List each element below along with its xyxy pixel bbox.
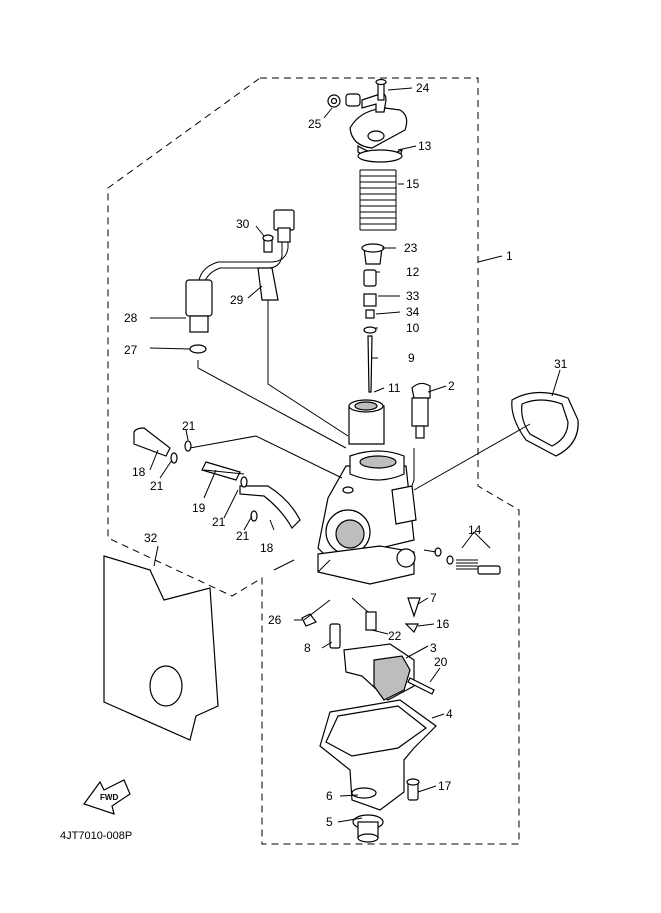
callout-32: 32	[144, 531, 158, 545]
vent-hoses	[133, 427, 301, 529]
throttle-spring	[359, 169, 397, 231]
fwd-arrow-text: FWD	[100, 793, 118, 802]
callout-19: 19	[192, 501, 206, 515]
pilot-screw-set	[434, 547, 501, 575]
throttle-slide	[348, 399, 385, 445]
callout-21-b: 21	[150, 479, 164, 493]
callout-13: 13	[418, 139, 432, 153]
callout-17: 17	[438, 779, 452, 793]
float-bowl-assembly	[301, 597, 437, 843]
callout-18-lower: 18	[260, 541, 274, 555]
callout-7: 7	[430, 591, 437, 605]
callout-labels: 1 2 3 4 5 6 7 8 9 10 11 12 13 14 15 16 1…	[124, 81, 568, 829]
callout-21-a: 21	[182, 419, 196, 433]
callout-9: 9	[408, 351, 415, 365]
callout-1: 1	[506, 249, 513, 263]
callout-20: 20	[434, 655, 448, 669]
cover-plate	[103, 555, 219, 741]
air-screw-sensor	[411, 382, 431, 439]
diagram-code: 4JT7010-008P	[60, 830, 132, 842]
assembly-boundary	[107, 77, 520, 845]
callout-10: 10	[406, 321, 420, 335]
callout-33: 33	[406, 289, 420, 303]
callout-29: 29	[230, 293, 244, 307]
callout-30: 30	[236, 217, 250, 231]
callout-25: 25	[308, 117, 322, 131]
callout-34: 34	[406, 305, 420, 319]
callout-22: 22	[388, 629, 402, 643]
callout-8: 8	[304, 641, 311, 655]
callout-26: 26	[268, 613, 282, 627]
callout-18-upper: 18	[132, 465, 146, 479]
callout-24: 24	[416, 81, 430, 95]
callout-21-c: 21	[212, 515, 226, 529]
callout-31: 31	[554, 357, 568, 371]
callout-leaders	[149, 87, 561, 823]
carburetor-body	[317, 450, 417, 585]
callout-15: 15	[406, 177, 420, 191]
callout-11: 11	[388, 381, 401, 395]
assembly-guide-lines	[189, 300, 531, 621]
needle-stack	[361, 243, 385, 393]
throttle-sensor-harness	[185, 209, 295, 354]
callout-12: 12	[406, 265, 420, 279]
callout-21-d: 21	[236, 529, 250, 543]
callout-14: 14	[468, 523, 482, 537]
carburetor-band	[511, 391, 579, 457]
callout-2: 2	[448, 379, 455, 393]
callout-16: 16	[436, 617, 450, 631]
callout-4: 4	[446, 707, 453, 721]
callout-28: 28	[124, 311, 138, 325]
callout-3: 3	[430, 641, 437, 655]
callout-23: 23	[404, 241, 418, 255]
forward-arrow-icon: FWD	[83, 779, 131, 815]
callout-5: 5	[326, 815, 333, 829]
callout-6: 6	[326, 789, 333, 803]
callout-27: 27	[124, 343, 138, 357]
carburetor-top-assembly	[327, 78, 408, 163]
